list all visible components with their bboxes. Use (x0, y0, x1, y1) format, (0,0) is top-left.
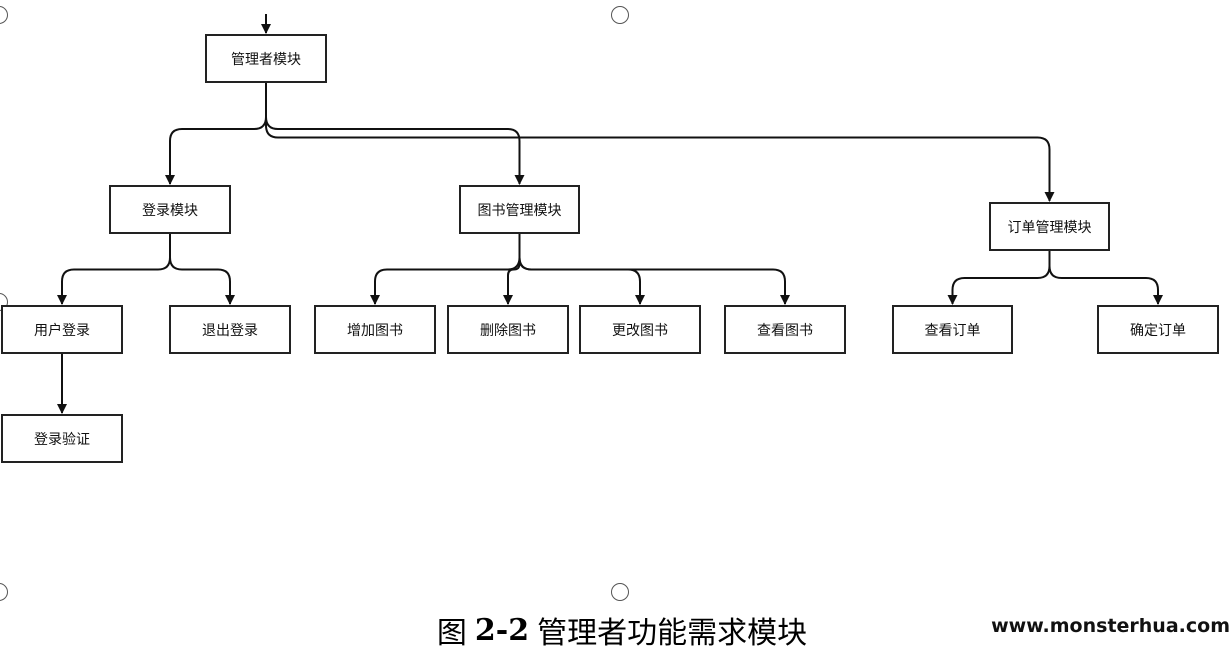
node-update-book[interactable]: 更改图书 (579, 305, 701, 354)
node-confirm-order[interactable]: 确定订单 (1097, 305, 1219, 354)
selection-handle-top-center[interactable] (611, 6, 629, 24)
connector-order_mgmt-to-view_order (947, 251, 1051, 305)
node-view-order[interactable]: 查看订单 (892, 305, 1013, 354)
connector-admin-to-login_module (165, 83, 267, 185)
caption-prefix: 图 (436, 616, 467, 651)
node-delete-book[interactable]: 删除图书 (447, 305, 569, 354)
connector-book_mgmt-to-view_book (518, 234, 790, 305)
node-logout[interactable]: 退出登录 (169, 305, 291, 354)
connector-login_module-to-logout (169, 234, 235, 305)
connector-login_module-to-user_login (57, 234, 171, 305)
connector-admin-to-book_mgmt (265, 83, 525, 185)
node-book-management-module[interactable]: 图书管理模块 (459, 185, 580, 234)
figure-caption: 图 2-2 管理者功能需求模块 (432, 608, 812, 652)
node-login-verify[interactable]: 登录验证 (1, 414, 123, 463)
connector-book_mgmt-to-delete_book (503, 234, 521, 305)
connector-order_mgmt-to-confirm_order (1048, 251, 1163, 305)
connector-book_mgmt-to-add_book (370, 234, 521, 305)
caption-number: 2-2 (474, 612, 530, 648)
node-order-management-module[interactable]: 订单管理模块 (989, 202, 1110, 251)
node-login-module[interactable]: 登录模块 (109, 185, 231, 234)
node-add-book[interactable]: 增加图书 (314, 305, 436, 354)
caption-title: 管理者功能需求模块 (537, 616, 808, 651)
node-user-login[interactable]: 用户登录 (1, 305, 123, 354)
selection-handle-bottom-center[interactable] (611, 583, 629, 601)
node-view-book[interactable]: 查看图书 (724, 305, 846, 354)
watermark-text: www.monsterhua.com (991, 615, 1230, 637)
connector-admin-to-order_mgmt (265, 83, 1055, 202)
node-admin-module[interactable]: 管理者模块 (205, 34, 327, 83)
